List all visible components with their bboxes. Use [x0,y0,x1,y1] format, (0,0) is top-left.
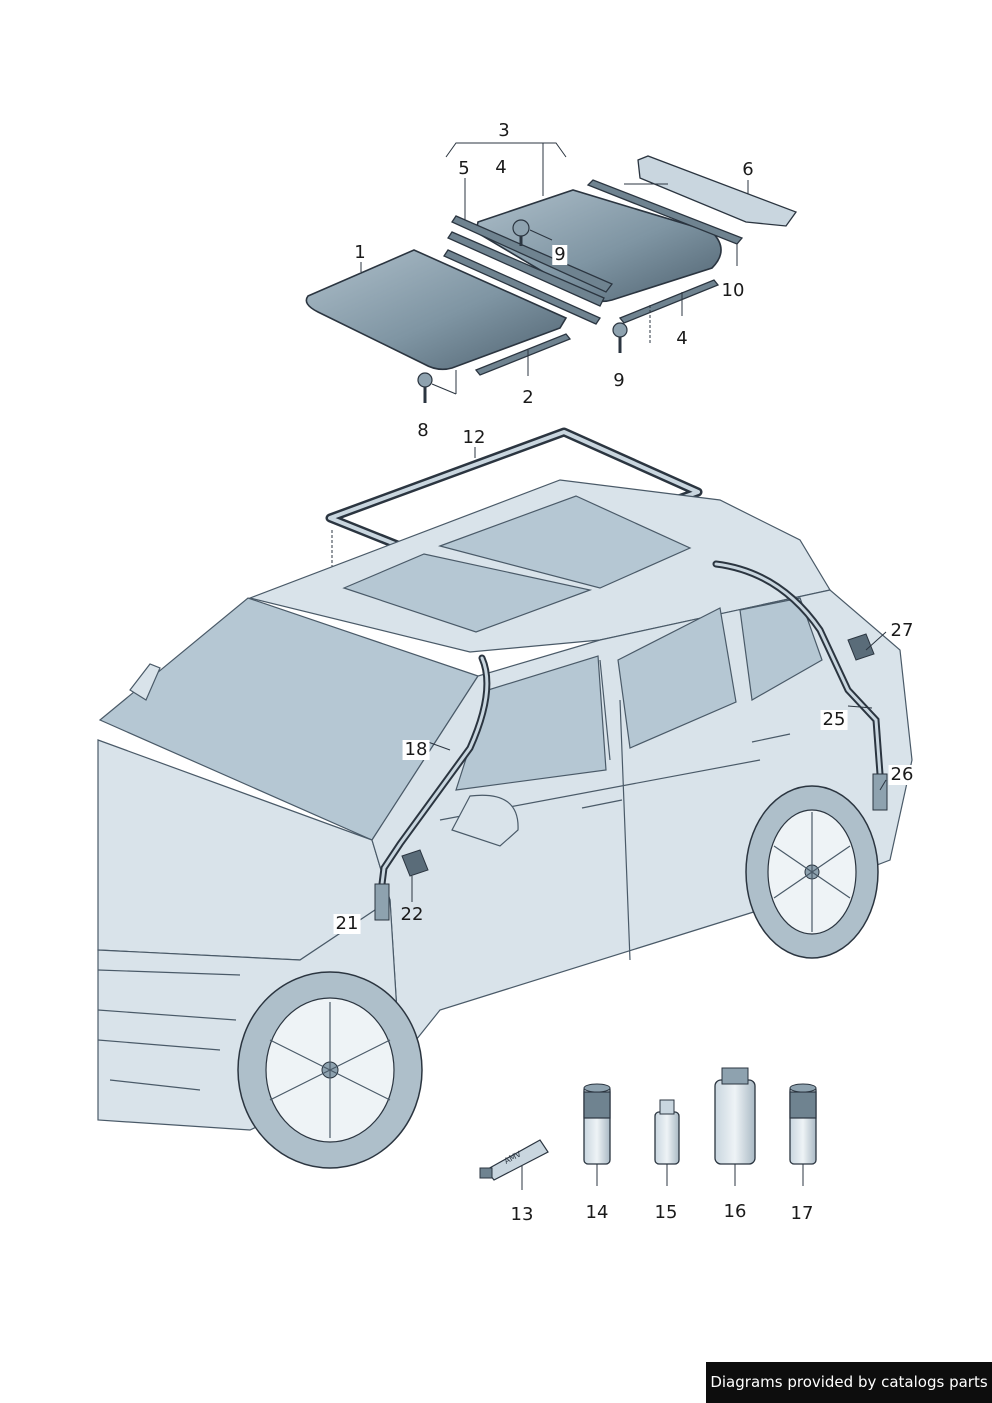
callout-2: 2 [522,387,534,408]
callout-9-upper: 9 [552,244,568,265]
credit-banner: Diagrams provided by catalogs parts [706,1362,992,1403]
can-15 [654,1099,680,1165]
sunroof-assembly [305,142,798,403]
drain-hose-rear [712,560,888,811]
roof-opening-rear [438,495,692,589]
callout-5: 5 [458,158,470,179]
vehicle-body [97,479,913,1169]
seal-strip-2 [474,333,572,376]
clip-27 [847,633,875,661]
callout-16: 16 [723,1201,747,1222]
callout-26: 26 [888,764,916,785]
callout-4-lower: 4 [676,328,688,349]
callout-9-lower: 9 [613,370,625,391]
callout-6: 6 [742,159,754,180]
seal-strip-10 [586,179,744,245]
callout-1: 1 [354,242,366,263]
can-14 [583,1083,611,1165]
callout-12: 12 [462,427,486,448]
callout-22: 22 [400,904,424,925]
can-16 [714,1067,756,1165]
clip-22 [401,849,429,877]
callout-25: 25 [820,709,848,730]
seal-strip-5 [451,215,614,293]
seal-strip-5c [443,249,601,325]
callout-10: 10 [721,280,745,301]
tube-13: AMV [479,1139,549,1190]
screw-9-upper [512,219,530,246]
roof-opening-front [342,553,593,633]
callout-3: 3 [498,120,510,141]
rear-quarter-window [739,597,823,701]
screw-9-lower [612,322,628,353]
rear-door-window [617,607,737,749]
seal-strip-5b [447,231,605,307]
front-glass-panel [305,249,568,371]
callout-17: 17 [790,1203,814,1224]
drain-hose-front [374,654,491,921]
bracket-3 [445,142,567,158]
callout-27: 27 [890,620,914,641]
callout-14: 14 [585,1202,609,1223]
rail-bracket-6 [637,155,798,227]
can-17 [789,1083,817,1165]
front-wheel [237,971,423,1169]
callout-18: 18 [402,739,430,760]
seal-strip-4 [618,279,720,324]
callout-21: 21 [333,913,361,934]
callout-15: 15 [654,1202,678,1223]
callout-8: 8 [417,420,429,441]
callout-4-upper: 4 [495,157,507,178]
callout-13: 13 [510,1204,534,1225]
rear-wheel [745,785,879,959]
screw-8 [417,372,433,403]
